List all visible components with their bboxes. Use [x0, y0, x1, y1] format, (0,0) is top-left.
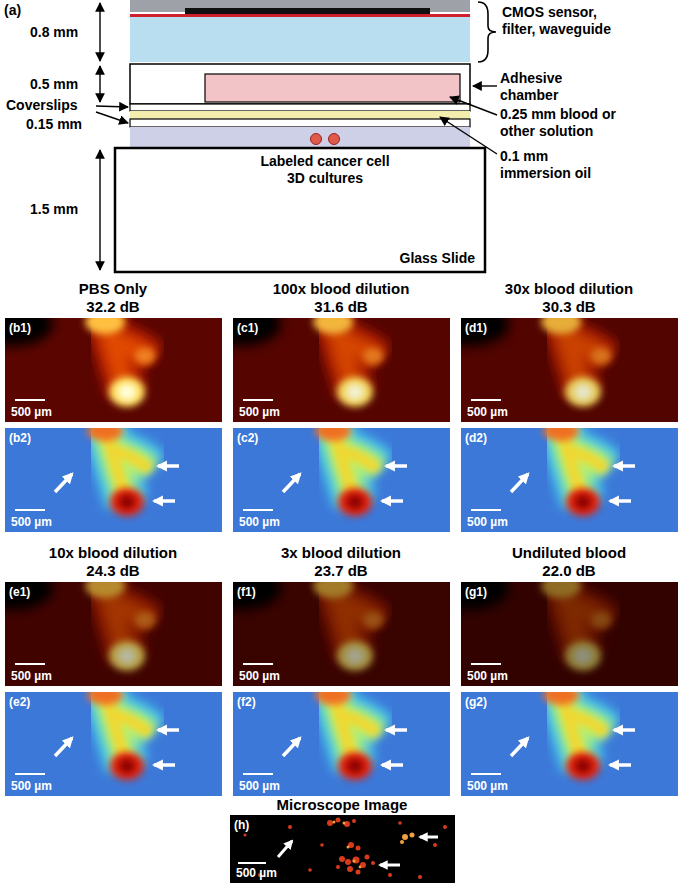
- scale-bar-label: 500 µm: [467, 405, 508, 419]
- image-panel: (e2) 500 µm: [5, 692, 222, 796]
- scale-bar-label: 500 µm: [239, 405, 280, 419]
- part-label: (a): [4, 2, 44, 19]
- panel-title: 3x blood dilution: [231, 544, 451, 562]
- panel-label: (g1): [465, 585, 487, 599]
- scale-bar-label: 500 µm: [239, 515, 280, 529]
- panel-title: PBS Only: [3, 280, 223, 298]
- scale-bar-label: 500 µm: [239, 669, 280, 683]
- part-label: CMOS sensor, filter, waveguide: [502, 4, 614, 38]
- part-label: 0.25 mm blood or other solution: [500, 106, 650, 140]
- scale-bar-label: 500 µm: [239, 779, 280, 793]
- part-label: Coverslips: [6, 97, 96, 114]
- panel-label: (c1): [237, 321, 258, 335]
- scale-bar-label: 500 µm: [11, 515, 52, 529]
- image-panel: (d1) 500 µm: [461, 318, 678, 422]
- part-label: Glass Slide: [400, 250, 475, 266]
- panel-title: 31.6 dB: [231, 298, 451, 316]
- panel-label: (d2): [465, 431, 487, 445]
- panel-label: (g2): [465, 695, 487, 709]
- part-label: 0.15 mm: [26, 116, 96, 133]
- dimension-arrows: [96, 2, 497, 270]
- part-label: 0.8 mm: [30, 24, 96, 41]
- image-panel: (f2) 500 µm: [233, 692, 450, 796]
- image-panel: (g1) 500 µm: [461, 582, 678, 686]
- image-panel: (f1) 500 µm: [233, 582, 450, 686]
- image-panel: (b1) 500 µm: [5, 318, 222, 422]
- scale-bar-label: 500 µm: [467, 515, 508, 529]
- panel-label: (b1): [9, 321, 31, 335]
- glass-slide: Glass Slide: [115, 148, 485, 272]
- panel-title: 10x blood dilution: [3, 544, 223, 562]
- scale-bar-label: 500 µm: [467, 669, 508, 683]
- panel-title: Microscope Image: [232, 796, 452, 814]
- panel-label: (b2): [9, 431, 31, 445]
- panel-title: Undiluted blood: [459, 544, 679, 562]
- panel-title: 30.3 dB: [459, 298, 679, 316]
- panel-label: (f2): [237, 695, 256, 709]
- panel-label: (d1): [465, 321, 487, 335]
- image-panel: (d2) 500 µm: [461, 428, 678, 532]
- part-label: Adhesive chamber: [500, 70, 600, 104]
- panel-label: (f1): [237, 585, 256, 599]
- scale-bar-label: 500 µm: [11, 779, 52, 793]
- panel-label: (e2): [9, 695, 30, 709]
- sensor-stack: [115, 0, 485, 272]
- panel-title: 30x blood dilution: [459, 280, 679, 298]
- panel-title: 23.7 dB: [231, 562, 451, 580]
- panel-label: (c2): [237, 431, 258, 445]
- part-label: 0.1 mm immersion oil: [500, 148, 620, 182]
- part-label: Labeled cancer cell 3D cultures: [252, 153, 398, 187]
- scale-bar-label: 500 µm: [467, 779, 508, 793]
- heatmap-panels: [0, 302, 678, 883]
- panel-label: (e1): [9, 585, 30, 599]
- panel-title: 100x blood dilution: [231, 280, 451, 298]
- panel-label: (h): [234, 818, 249, 832]
- panel-title: 24.3 dB: [3, 562, 223, 580]
- image-panel: (e1) 500 µm: [5, 582, 222, 686]
- part-label: 0.5 mm: [30, 76, 96, 93]
- panel-title: 32.2 dB: [3, 298, 223, 316]
- image-panel: (h) 500 µm: [230, 815, 455, 883]
- scale-bar-label: 500 µm: [236, 866, 277, 880]
- scale-bar-label: 500 µm: [11, 669, 52, 683]
- image-panel: (c2) 500 µm: [233, 428, 450, 532]
- image-panel: (g2) 500 µm: [461, 692, 678, 796]
- image-panel: (c1) 500 µm: [233, 318, 450, 422]
- scale-bar-label: 500 µm: [11, 405, 52, 419]
- part-label: 1.5 mm: [30, 201, 96, 218]
- panel-title: 22.0 dB: [459, 562, 679, 580]
- image-panel: (b2) 500 µm: [5, 428, 222, 532]
